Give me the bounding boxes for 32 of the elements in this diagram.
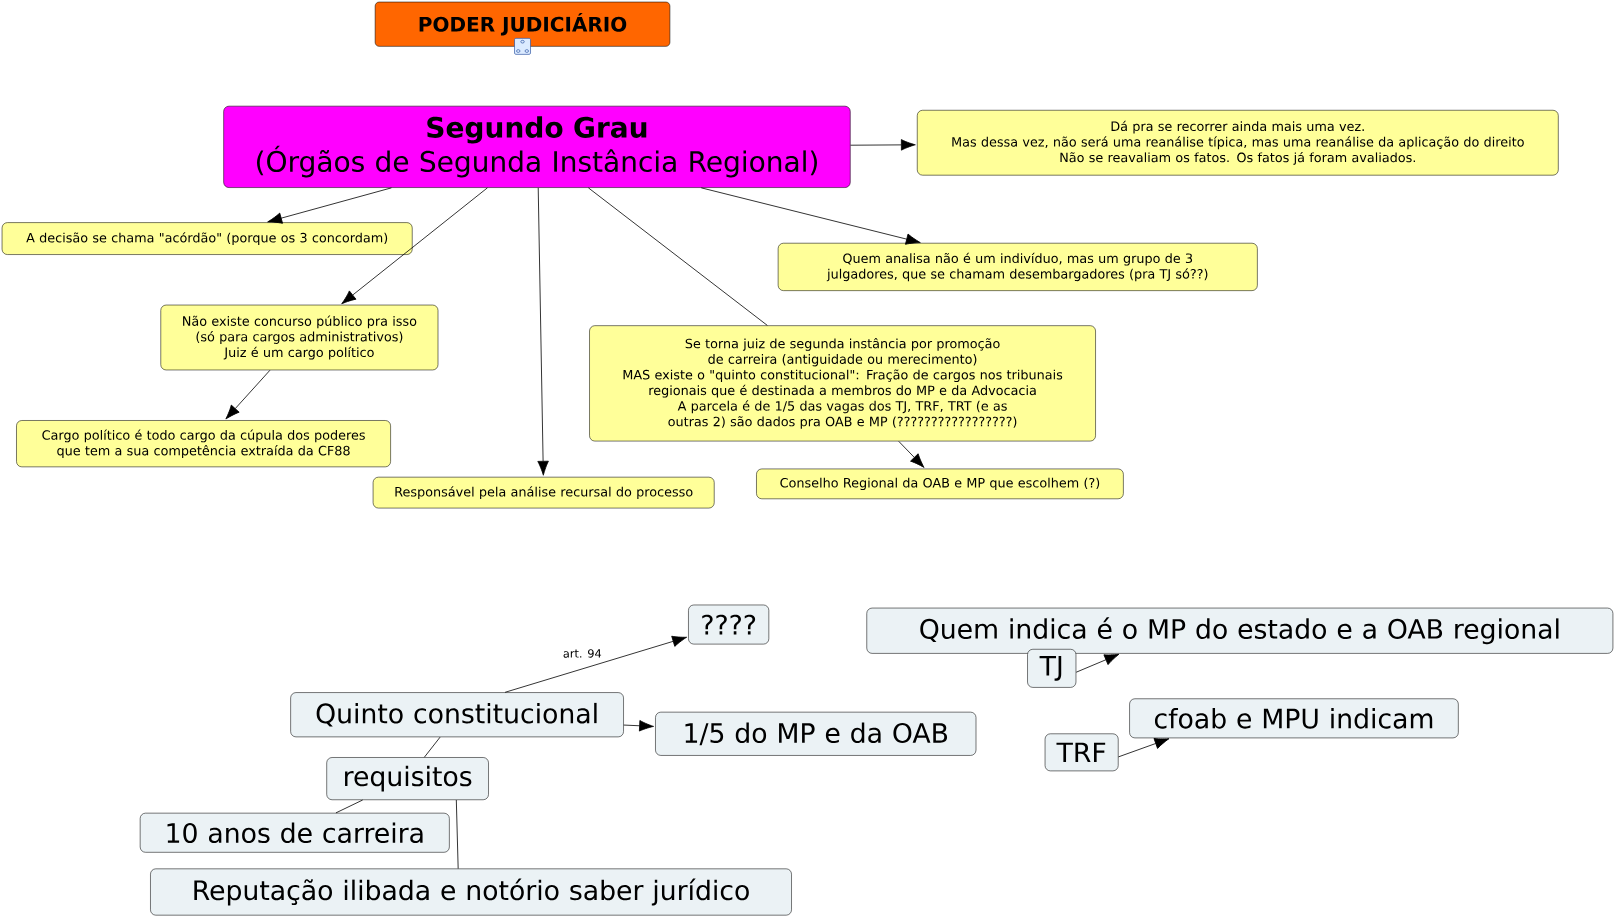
- edge-label: art. 94: [561, 647, 604, 660]
- concept-box: Reputação ilibada e notório saber jurídico: [150, 868, 792, 916]
- arrow: [850, 139, 916, 151]
- concept-box: 1/5 do MP e da OAB: [655, 711, 977, 756]
- arrow: [341, 187, 488, 305]
- note-box: Se torna juiz de segunda instância por promoção de carreira (antiguidade ou merecimento) MAS existe o "quinto constitucional": Fração de cargos nos tribunais regionais que é destinada a membros do MP e da Advocacia A parcela é de 1/5 das vagas dos TJ, TRF, TRT (e as outras 2) são dados pra OAB e MP (?????????????????): [589, 325, 1096, 442]
- concept-box: Quem indica é o MP do estado e a OAB regional: [866, 607, 1614, 654]
- note-box: A decisão se chama "acórdão" (porque os 3 concordam): [1, 222, 413, 255]
- arrow: [898, 440, 925, 468]
- arrow: [537, 187, 549, 476]
- arrow: [225, 369, 271, 420]
- arrow: [623, 720, 654, 732]
- note-box: Responsável pela análise recursal do processo: [372, 476, 715, 509]
- concept-box: 10 anos de carreira: [139, 812, 450, 853]
- arrow: [1075, 653, 1120, 673]
- note-box: Dá pra se recorrer ainda mais uma vez. Mas dessa vez, não será uma reanálise típica, mas uma reanálise da aplicação do direito Não se reavaliam os fatos. Os fatos já foram avaliados.: [917, 110, 1559, 176]
- note-box: Quem analisa não é um indivíduo, mas um grupo de 3 julgadores, que se chamam desembargadores (pra TJ só??): [777, 242, 1258, 291]
- concept-box: cfoab e MPU indicam: [1129, 698, 1459, 739]
- arrow: [1118, 738, 1170, 758]
- note-box: Conselho Regional da OAB e MP que escolhem (?): [756, 468, 1124, 500]
- concept-box: TJ: [1027, 649, 1077, 688]
- topic-box: Segundo Grau (Órgãos de Segunda Instância Regional): [223, 105, 851, 188]
- note-box: Não existe concurso público pra isso (só para cargos administrativos) Juiz é um cargo político: [160, 304, 439, 371]
- title-box: PODER JUDICIÁRIO: [374, 1, 671, 47]
- concept-box: TRF: [1044, 733, 1119, 772]
- note-box: Cargo político é todo cargo da cúpula dos poderes que tem a sua competência extraída da CF88: [16, 420, 391, 468]
- concept-box: ????: [688, 604, 770, 645]
- arrow: [504, 635, 687, 693]
- concept-box: requisitos: [326, 757, 489, 800]
- arrow: [700, 187, 921, 245]
- concept-box: Quinto constitucional: [290, 692, 624, 738]
- arrow: [267, 187, 392, 224]
